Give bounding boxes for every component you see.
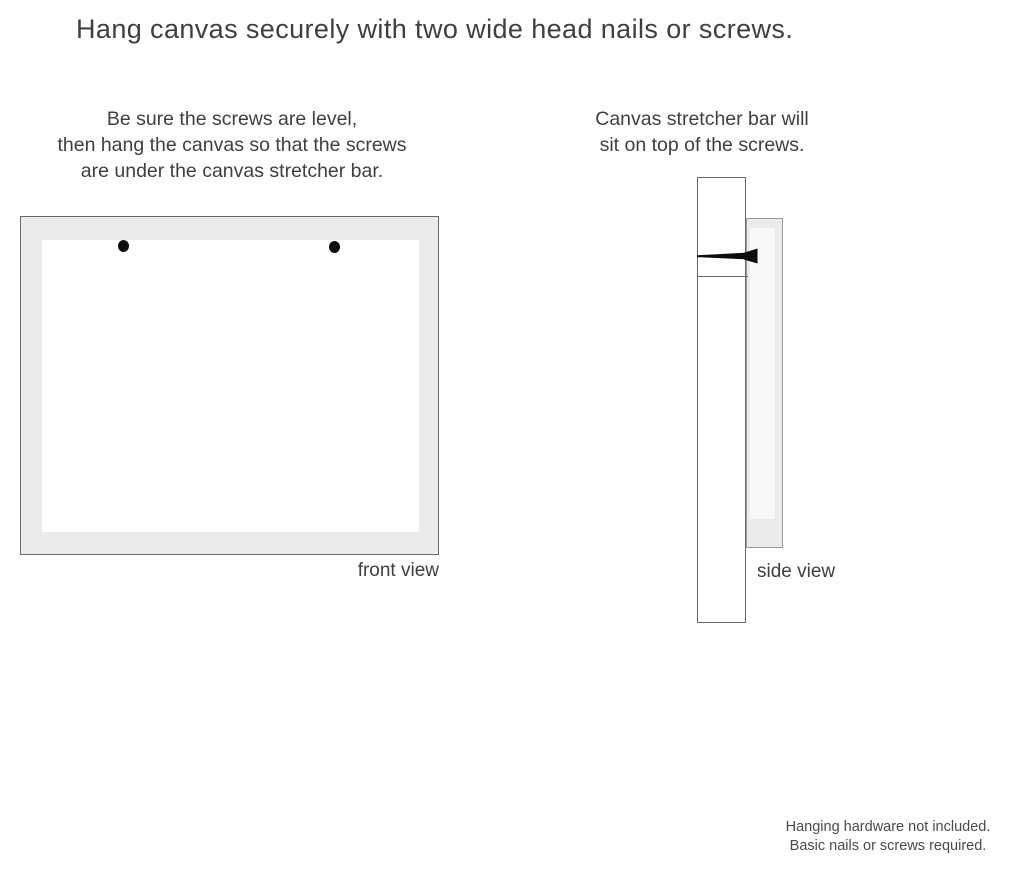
hardware-disclaimer-line: Hanging hardware not included.	[785, 819, 991, 835]
hardware-disclaimer-line: Basic nails or screws required.	[789, 838, 987, 854]
front-view-label: front view	[357, 560, 439, 581]
side-view-stretcher-bar	[697, 177, 746, 623]
side-view-label: side view	[757, 561, 836, 582]
side-view-note: Canvas stretcher bar will sit on top of …	[567, 106, 837, 158]
front-view-canvas-inner	[42, 240, 419, 532]
side-view-note-line: Canvas stretcher bar will	[595, 108, 809, 130]
side-view-canvas-panel	[746, 218, 783, 548]
nail-head-right-icon	[329, 241, 340, 253]
side-view-note-line: sit on top of the screws.	[599, 134, 805, 156]
side-view-canvas-inner	[750, 228, 775, 519]
front-view-note-line: Be sure the screws are level,	[106, 108, 358, 130]
hardware-disclaimer: Hanging hardware not included. Basic nai…	[768, 818, 1008, 856]
front-view-canvas-frame	[20, 216, 439, 555]
front-view-note: Be sure the screws are level, then hang …	[12, 106, 452, 184]
page-title: Hang canvas securely with two wide head …	[76, 14, 794, 44]
front-view-note-line: are under the canvas stretcher bar.	[80, 160, 384, 182]
nail-icon	[697, 248, 758, 264]
stretcher-bar-joint-line	[697, 276, 748, 277]
front-view-note-line: then hang the canvas so that the screws	[57, 134, 407, 156]
nail-head-left-icon	[118, 240, 129, 252]
